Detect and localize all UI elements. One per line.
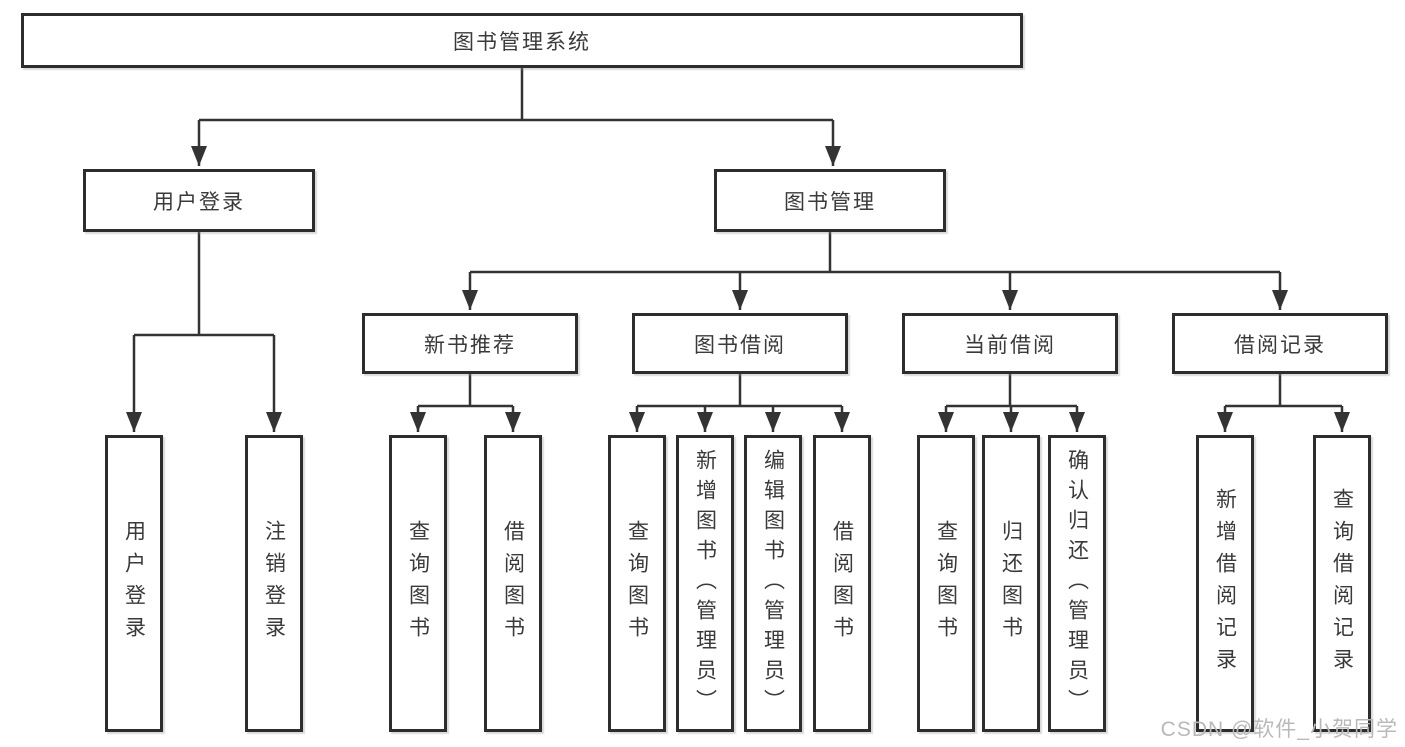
node-current-borrow: 当前借阅 — [902, 313, 1118, 374]
leaf-newbook-query-books: 查询图书 — [389, 435, 447, 732]
node-new-book-recommend: 新书推荐 — [362, 313, 578, 374]
leaf-borrow-query-books: 查询图书 — [608, 435, 666, 732]
csdn-watermark: CSDN @软件_小贺同学 — [1160, 718, 1398, 741]
node-root-system: 图书管理系统 — [21, 13, 1023, 68]
leaf-borrow-add-books-admin: 新增图书（管理员） — [676, 435, 734, 732]
node-borrow-records: 借阅记录 — [1172, 313, 1388, 374]
leaf-newbook-borrow-books: 借阅图书 — [484, 435, 542, 732]
leaf-current-return-books: 归还图书 — [982, 435, 1040, 732]
leaf-borrow-edit-books-admin: 编辑图书（管理员） — [744, 435, 802, 732]
leaf-records-add-record: 新增借阅记录 — [1196, 435, 1254, 732]
leaf-current-confirm-return-admin: 确认归还（管理员） — [1048, 435, 1106, 732]
leaf-logout: 注销登录 — [245, 435, 303, 732]
leaf-user-login: 用户登录 — [105, 435, 163, 732]
leaf-records-query-record: 查询借阅记录 — [1313, 435, 1371, 732]
leaf-borrow-borrow-books: 借阅图书 — [813, 435, 871, 732]
node-book-borrow: 图书借阅 — [632, 313, 848, 374]
node-book-management: 图书管理 — [714, 169, 946, 232]
leaf-current-query-books: 查询图书 — [917, 435, 975, 732]
node-user-login: 用户登录 — [83, 169, 315, 232]
